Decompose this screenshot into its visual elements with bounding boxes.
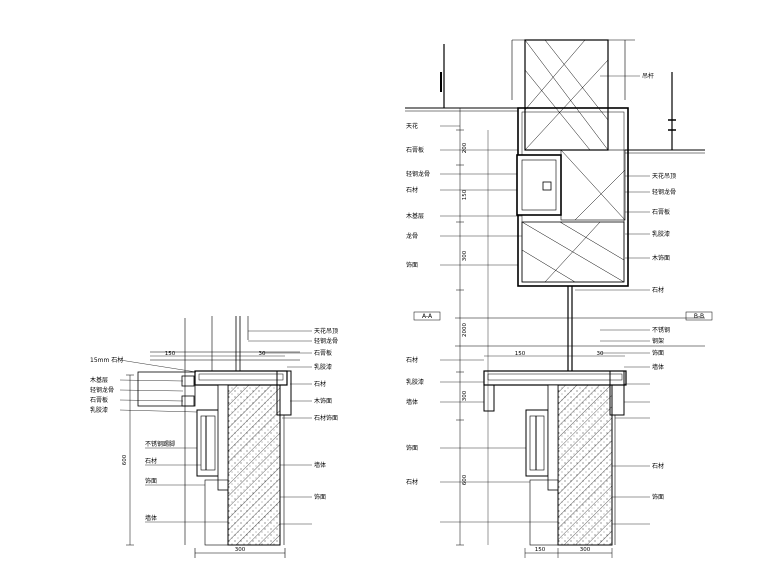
dim-v-3: 300	[462, 250, 468, 261]
label: 饰面	[652, 349, 664, 357]
dim-v-6: 600	[462, 474, 468, 485]
dim-bottom-2: 300	[580, 547, 591, 553]
label: 乳胶漆	[652, 230, 670, 238]
label: 石材	[406, 186, 418, 194]
right-labels-left: 天花 石膏板 轻钢龙骨 石材 木基层 龙骨 饰面 石材 乳胶漆 墙体 饰面 石材	[406, 122, 430, 486]
label: 石材	[652, 462, 664, 470]
label: 木饰面	[314, 397, 332, 405]
label: 吊杆	[642, 72, 654, 80]
label: 石材	[652, 286, 664, 294]
label: 不锈钢踢脚	[145, 440, 175, 448]
section-tag-left: A-A	[422, 313, 433, 320]
label: 石材	[406, 478, 418, 486]
label: 墙体	[406, 398, 418, 406]
label: 轻钢龙骨	[90, 386, 114, 394]
label: 乳胶漆	[406, 378, 424, 386]
label: 石膏板	[314, 349, 332, 357]
dim-v-5: 300	[462, 390, 468, 401]
label: 饰面	[145, 477, 157, 485]
dim-top-2: 30	[259, 351, 266, 357]
label: 木基层	[406, 212, 424, 220]
label: 轻钢龙骨	[652, 188, 676, 196]
label: 饰面	[652, 493, 664, 501]
dim-bottom: 300	[235, 547, 246, 553]
dim-v-4: 2000	[462, 323, 468, 337]
label: 轻钢龙骨	[314, 337, 338, 345]
label: 石膏板	[652, 208, 670, 216]
label: 石材	[314, 380, 326, 388]
label: 饰面	[406, 444, 418, 452]
label: 墙体	[314, 461, 326, 469]
dim-v-1: 200	[462, 142, 468, 153]
dim-top-1: 150	[515, 351, 526, 357]
label: 木基层	[90, 376, 108, 384]
dim-top-2: 30	[597, 351, 604, 357]
right-section: 200 150 300 2000 300 600 150 30 150 300 …	[405, 39, 713, 558]
label: 墙体	[145, 514, 157, 522]
label: 天花吊顶	[314, 327, 338, 335]
label: 石材	[406, 356, 418, 364]
section-tag-right: B-B	[694, 313, 704, 320]
label: 石膏板	[90, 396, 108, 404]
label: 15mm 石材	[90, 356, 123, 364]
dim-vert: 600	[122, 454, 128, 465]
label: 天花吊顶	[652, 172, 676, 180]
label: 天花	[406, 122, 418, 130]
label: 饰面	[314, 493, 326, 501]
label: 石材饰面	[314, 414, 338, 422]
dim-v-2: 150	[462, 189, 468, 200]
label: 乳胶漆	[314, 363, 332, 371]
label: 乳胶漆	[90, 406, 108, 414]
label: 轻钢龙骨	[406, 170, 430, 178]
label: 饰面	[406, 261, 418, 269]
label: 石材	[145, 457, 157, 465]
dim-bottom-1: 150	[535, 547, 546, 553]
label: 墙体	[652, 363, 664, 371]
left-labels-right: 天花吊顶 轻钢龙骨 石膏板 乳胶漆 石材 木饰面 石材饰面 墙体 饰面	[314, 327, 338, 501]
left-labels-left: 15mm 石材 木基层 轻钢龙骨 石膏板 乳胶漆 不锈钢踢脚 石材 饰面 墙体	[90, 356, 175, 522]
left-section: 300 150 30 600 15mm 石材 木基层 轻钢龙骨 石膏板 乳胶漆	[90, 316, 338, 558]
label: 石膏板	[406, 146, 424, 154]
label: 不锈钢	[652, 326, 670, 334]
label: 龙骨	[406, 232, 418, 240]
dim-top-1: 150	[165, 351, 176, 357]
label: 钢架	[652, 337, 664, 345]
label: 木饰面	[652, 254, 670, 262]
right-labels-right: 吊杆 天花吊顶 轻钢龙骨 石膏板 乳胶漆 木饰面 石材 不锈钢 钢架 饰面 墙体…	[642, 72, 676, 501]
